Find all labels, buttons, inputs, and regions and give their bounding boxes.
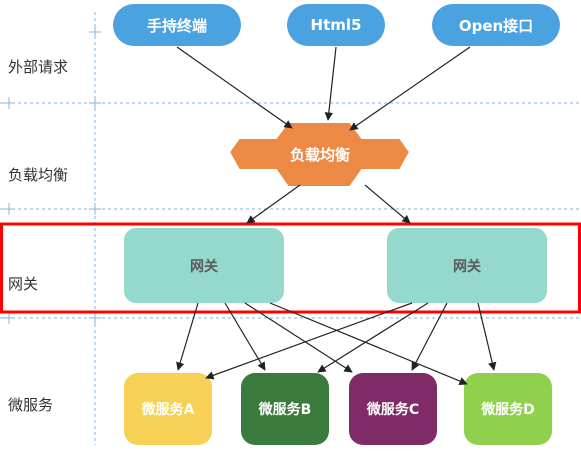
- gateway-left: 网关: [190, 258, 218, 275]
- arrow-gwr-to-d: [477, 302, 497, 371]
- arrow-gwl-to-a: [176, 302, 199, 371]
- arrow-mobile-to-lb: [176, 46, 293, 129]
- arrow-html5-to-lb: [324, 46, 337, 121]
- service-d: 微服务D: [481, 402, 535, 418]
- gateway-right: 网关: [453, 258, 481, 275]
- connection-arrows: [176, 46, 497, 386]
- service-b: 微服务B: [258, 402, 312, 418]
- layer-label-gateway: 网关: [8, 275, 39, 293]
- service-c: 微服务C: [366, 402, 420, 418]
- service-b-shape: [241, 373, 329, 445]
- client-open-api: Open接口: [458, 16, 534, 35]
- service-a-shape: [124, 373, 212, 445]
- client-html5-shape: [287, 4, 385, 46]
- client-html5: Html5: [310, 16, 362, 34]
- client-mobile-shape: [113, 4, 241, 46]
- service-a: 微服务A: [141, 402, 195, 418]
- arrow-gwr-to-a: [205, 302, 413, 380]
- arrow-gwl-to-c: [244, 302, 353, 373]
- arrow-openapi-to-lb: [349, 46, 471, 131]
- layer-label-microservice: 微服务: [8, 396, 54, 414]
- arrow-gwr-to-b: [317, 302, 429, 373]
- client-mobile: 手持终端: [146, 16, 207, 35]
- gateway-left-shape: [124, 228, 284, 303]
- arrow-lb-to-gateway-right: [364, 184, 411, 224]
- arrow-gwl-to-d: [269, 302, 468, 386]
- arrow-lb-to-gateway-left: [246, 184, 301, 224]
- service-d-shape: [464, 373, 552, 445]
- guide-plus-marks: [3, 26, 101, 324]
- load-balancer-shape: [228, 121, 411, 188]
- load-balancer: 负载均衡: [289, 145, 350, 164]
- arrow-gwr-to-c: [411, 302, 448, 371]
- gateway-right-shape: [387, 228, 547, 303]
- layer-label-external: 外部请求: [8, 58, 69, 76]
- client-openapi-shape: [432, 4, 560, 46]
- service-c-shape: [349, 373, 437, 445]
- layer-label-load-balance: 负载均衡: [8, 166, 69, 184]
